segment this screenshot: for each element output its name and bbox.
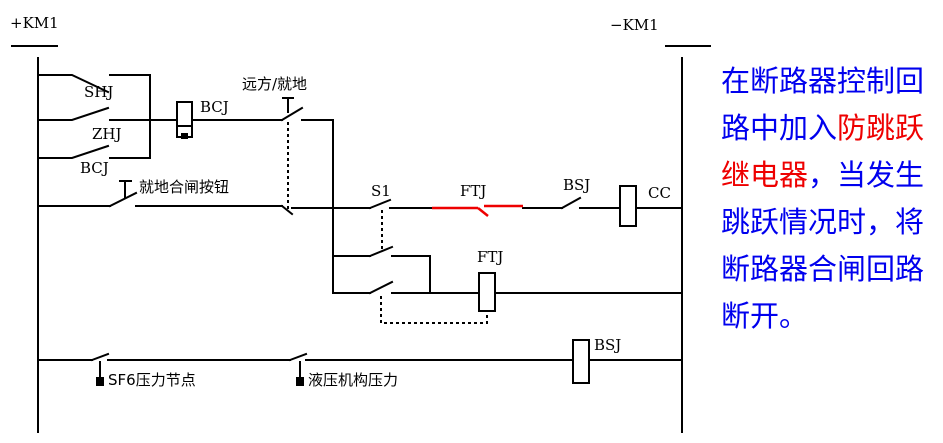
bcj-coil-label: BCJ (200, 98, 229, 116)
ftj-coil-label: FTJ (477, 248, 503, 266)
remote-local-label: 远方/就地 (242, 75, 307, 93)
s1-label: S1 (371, 182, 391, 200)
remote-to-bus (301, 119, 334, 209)
hydraulic-label: 液压机构压力 (308, 371, 398, 389)
s1-contact (368, 198, 392, 210)
local-close-button-label: 就地合闸按钮 (139, 178, 229, 196)
explanation-part1: 在断路器控制回路中加入 (721, 64, 925, 145)
cc-coil (619, 185, 637, 227)
shj-branch (37, 74, 151, 159)
loop-upper-return (391, 255, 431, 294)
bsj-contact-label: BSJ (563, 176, 590, 194)
zhj-label: ZHJ (92, 125, 122, 143)
bcj-coil (176, 101, 193, 138)
ftj-self-hold-link (380, 296, 488, 324)
bsj-coil (572, 339, 590, 384)
zhj-branch (37, 106, 151, 121)
bcj-contact-label: BCJ (80, 159, 109, 177)
explanation-text: 在断路器控制回路中加入防跳跃继电器，当发生跳跃情况时，将断路器合闸回路断开。 (721, 58, 936, 340)
bsj-contact (560, 196, 582, 210)
explanation-highlight: 防跳跃继电器 (721, 111, 925, 192)
hydraulic-contact (288, 352, 308, 362)
negative-rail-label: −KM1 (610, 16, 659, 34)
ftj-contact-label: FTJ (460, 182, 486, 200)
sf6-contact (90, 352, 110, 362)
cc-label: CC (648, 184, 671, 202)
ftj-coil (478, 272, 496, 312)
positive-rail-label: +KM1 (10, 14, 59, 32)
remote-local-contact (280, 106, 304, 122)
bcj-coil-pin (181, 133, 188, 139)
sf6-block (96, 377, 104, 386)
bsj-coil-label: BSJ (594, 336, 621, 354)
local-button-contact (108, 191, 138, 208)
hydraulic-block (296, 377, 304, 386)
loop-upper-contact (368, 245, 394, 258)
local-switch-contact (280, 204, 294, 216)
bcj-contact-branch (37, 144, 151, 159)
explanation-part2: ，当发生跳跃情况时，将断路器合闸回路断开。 (721, 158, 925, 333)
sf6-label: SF6压力节点 (108, 371, 196, 389)
loop-lower-contact (368, 280, 394, 295)
ftj-contact (432, 204, 523, 217)
shj-label: SHJ (84, 83, 113, 101)
